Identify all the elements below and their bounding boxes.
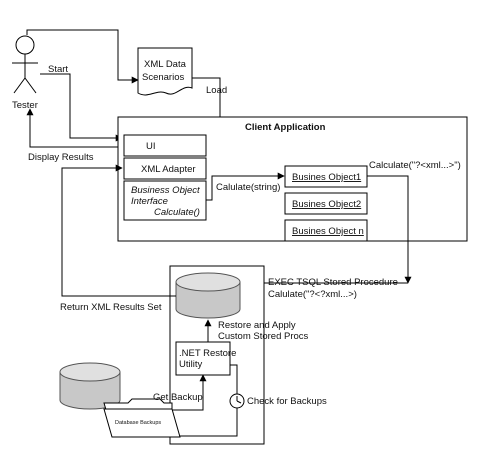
calculate-string-arrow — [206, 172, 285, 201]
scenarios-line1: XML Data — [144, 59, 187, 70]
business-object-2-box — [284, 192, 368, 215]
database-backups-label: Database Backups — [115, 420, 161, 426]
client-application-title: Client Application — [245, 122, 326, 133]
xml-adapter-label: XML Adapter — [141, 164, 196, 175]
tester-label: Tester — [12, 100, 38, 111]
clock-timer-icon — [229, 393, 245, 409]
xml-adapter-box — [123, 157, 207, 180]
calculate-string-label: Calulate(string) — [216, 182, 280, 193]
tester-to-scenarios-arrow — [26, 29, 139, 84]
backup-database-icon — [59, 362, 121, 410]
tester-actor-icon — [12, 35, 38, 94]
start-label: Start — [48, 64, 68, 75]
restore-utility-line2: Utility — [179, 359, 202, 370]
get-backup-label: Get Backup — [153, 392, 203, 403]
business-object-2-label: Busines Object2 — [292, 199, 361, 210]
business-object-n-label: Busines Object n — [292, 226, 364, 237]
return-xml-label: Return XML Results Set — [60, 302, 162, 313]
calculate-xml-arrow — [367, 175, 412, 284]
interface-line1: Business Object — [131, 185, 200, 196]
exec-line1: EXEC TSQL Stored Procedure — [268, 277, 398, 288]
business-object-1-label: Busines Object1 — [292, 172, 361, 183]
calculate-xml-label: Calculate("?<xml...>") — [369, 160, 461, 171]
restore-utility-line1: .NET Restore — [179, 348, 236, 359]
restore-line2: Custom Stored Procs — [218, 331, 309, 342]
display-results-arrow — [26, 108, 124, 148]
load-label: Load — [206, 85, 227, 96]
display-results-label: Display Results — [28, 152, 94, 163]
database-icon — [175, 272, 241, 319]
check-backups-label: Check for Backups — [247, 396, 327, 407]
database-backups-folder-icon — [103, 398, 181, 438]
scenarios-line2: Scenarios — [142, 72, 184, 83]
interface-line2: Interface — [131, 196, 168, 207]
start-arrow — [40, 73, 123, 142]
xml-scenarios-document-icon — [137, 47, 193, 96]
ui-box — [123, 134, 207, 157]
get-backup-arrow — [172, 374, 207, 411]
exec-line2: Calulate("?<?xml...>) — [268, 289, 357, 300]
return-xml-arrow — [61, 164, 176, 297]
ui-label: UI — [146, 141, 156, 152]
restore-utility-box — [175, 341, 231, 376]
restore-line1: Restore and Apply — [218, 320, 296, 331]
interface-line3: Calculate() — [154, 207, 200, 218]
business-object-n-box — [284, 219, 368, 242]
